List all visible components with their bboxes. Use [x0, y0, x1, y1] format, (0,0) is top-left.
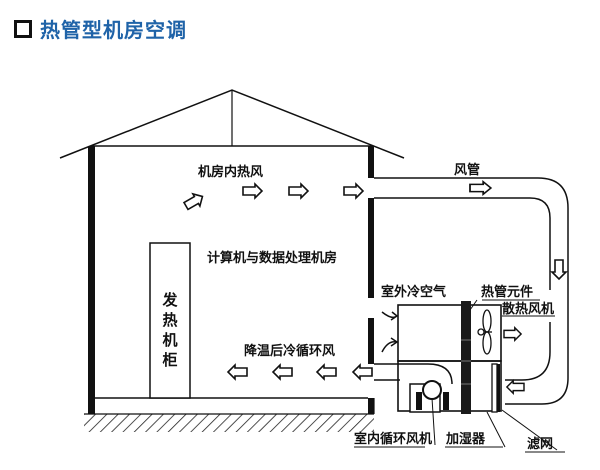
label-cooled-return-air: 降温后冷循环风 — [244, 343, 335, 359]
label-indoor-circulation-fan: 室内循环风机 — [354, 431, 432, 447]
cold-air-arrows — [227, 364, 373, 380]
exhaust-arrow-right-icon — [503, 326, 522, 342]
arrow-up-right-icon — [181, 189, 207, 213]
arrow-left-icon — [272, 364, 293, 380]
heat-pipe-element — [461, 301, 471, 414]
cabinet-char-1: 发 — [161, 291, 178, 309]
duct-arrow-right-icon — [469, 180, 492, 196]
label-filter: 滤网 — [527, 436, 553, 452]
outdoor-air-intake-arrows — [381, 311, 399, 353]
label-computer-room: 计算机与数据处理机房 — [207, 250, 337, 266]
label-duct: 风管 — [454, 162, 480, 178]
label-hot-air-in-room: 机房内热风 — [198, 164, 263, 180]
arrow-left-icon — [316, 364, 337, 380]
filter — [491, 363, 498, 413]
air-duct — [374, 177, 569, 405]
floor — [84, 397, 374, 432]
hollow-square-bullet-icon — [14, 19, 32, 38]
roof — [59, 89, 405, 159]
label-heat-pipe-element: 热管元件 — [481, 284, 533, 300]
cabinet-char-2: 热 — [162, 311, 177, 329]
intake-arrow-left-icon — [506, 379, 525, 395]
hot-air-arrows — [181, 183, 364, 213]
arrow-right-icon — [242, 183, 263, 199]
label-cooling-fan: 散热风机 — [502, 301, 554, 317]
heat-pipe-ac-unit — [397, 301, 502, 414]
building-walls — [88, 146, 374, 414]
duct-arrow-down-icon — [551, 259, 567, 280]
arrow-right-icon — [343, 183, 364, 199]
heat-generating-cabinet: 发 热 机 柜 — [149, 242, 191, 399]
cabinet-char-3: 机 — [162, 331, 177, 349]
label-humidifier: 加湿器 — [445, 432, 486, 447]
arrow-right-icon — [288, 183, 309, 199]
cooling-fan-icon — [477, 309, 492, 355]
cabinet-char-4: 柜 — [161, 351, 177, 369]
arrow-left-icon — [352, 364, 373, 380]
leader-lines — [354, 299, 565, 453]
fan-icon — [422, 380, 442, 400]
label-outdoor-cold-air: 室外冷空气 — [381, 284, 446, 300]
section-header: 热管型机房空调 — [14, 14, 187, 43]
arrow-left-icon — [227, 364, 248, 380]
page-title: 热管型机房空调 — [40, 18, 187, 42]
